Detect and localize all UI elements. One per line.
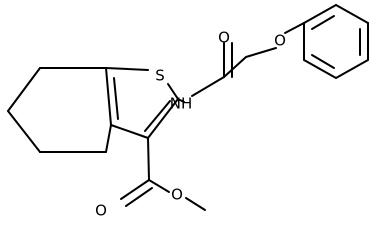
molecule-diagram: S NH O O O O: [7, 4, 369, 220]
atom-o-ether: O: [274, 32, 286, 50]
bond-ester-oxygen: [148, 179, 170, 193]
bond-c3-ester-carbon: [147, 137, 150, 181]
bond-c5-c6: [7, 67, 41, 112]
bond-phenyl-double-1: [311, 15, 335, 30]
atom-o-carbonyl-amide: O: [218, 29, 230, 47]
bond-c2-c3-double: [144, 100, 171, 132]
bond-ester-methyl: [185, 197, 206, 211]
bond-s1-c2: [167, 83, 179, 100]
bond-c2-nh: [177, 98, 185, 103]
bond-ester-carbonyl-double: [125, 187, 153, 207]
atom-s1: S: [155, 67, 165, 85]
bond-c8-c8a: [105, 124, 112, 153]
bond-c8a-c4a: [105, 67, 112, 126]
bond-c3-c8a: [110, 124, 149, 139]
bond-c2-c3: [147, 98, 179, 139]
atom-nh: NH: [170, 95, 193, 113]
bond-c6-c7: [7, 110, 41, 153]
bond-phenyl-double-3: [311, 54, 335, 69]
bond-methylene-ether-o: [245, 47, 277, 58]
bond-phenyl-1: [303, 4, 337, 24]
bond-c4a-s1: [105, 67, 149, 71]
bond-phenyl-4: [335, 59, 369, 79]
bond-phenyl-2: [335, 4, 369, 24]
bond-nh-carbonyl: [191, 76, 225, 97]
bond-carbonyl-methylene: [223, 56, 247, 78]
bond-ether-o-phenyl: [284, 22, 305, 34]
atom-o-carbonyl-ester: O: [95, 202, 107, 220]
bond-c8a-c4a-double: [113, 77, 119, 120]
atom-o-ester: O: [171, 186, 183, 204]
bond-phenyl-5: [303, 59, 337, 79]
bond-ester-carbonyl: [120, 179, 150, 200]
